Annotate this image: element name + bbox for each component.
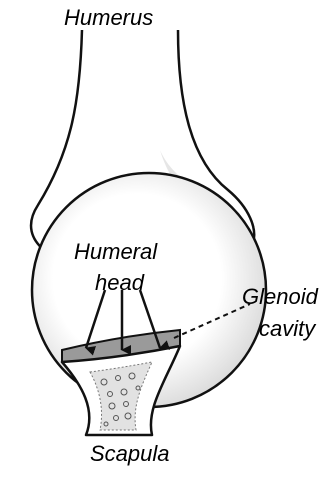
humeral-head-label-line2: head <box>95 271 144 295</box>
humeral-head-label-line1: Humeral <box>74 240 157 264</box>
scapula-label: Scapula <box>90 442 170 466</box>
humerus-label: Humerus <box>64 6 153 30</box>
glenoid-cavity-label-line1: Glenoid <box>242 285 318 309</box>
glenoid-cavity-label-line2: cavity <box>259 317 315 341</box>
